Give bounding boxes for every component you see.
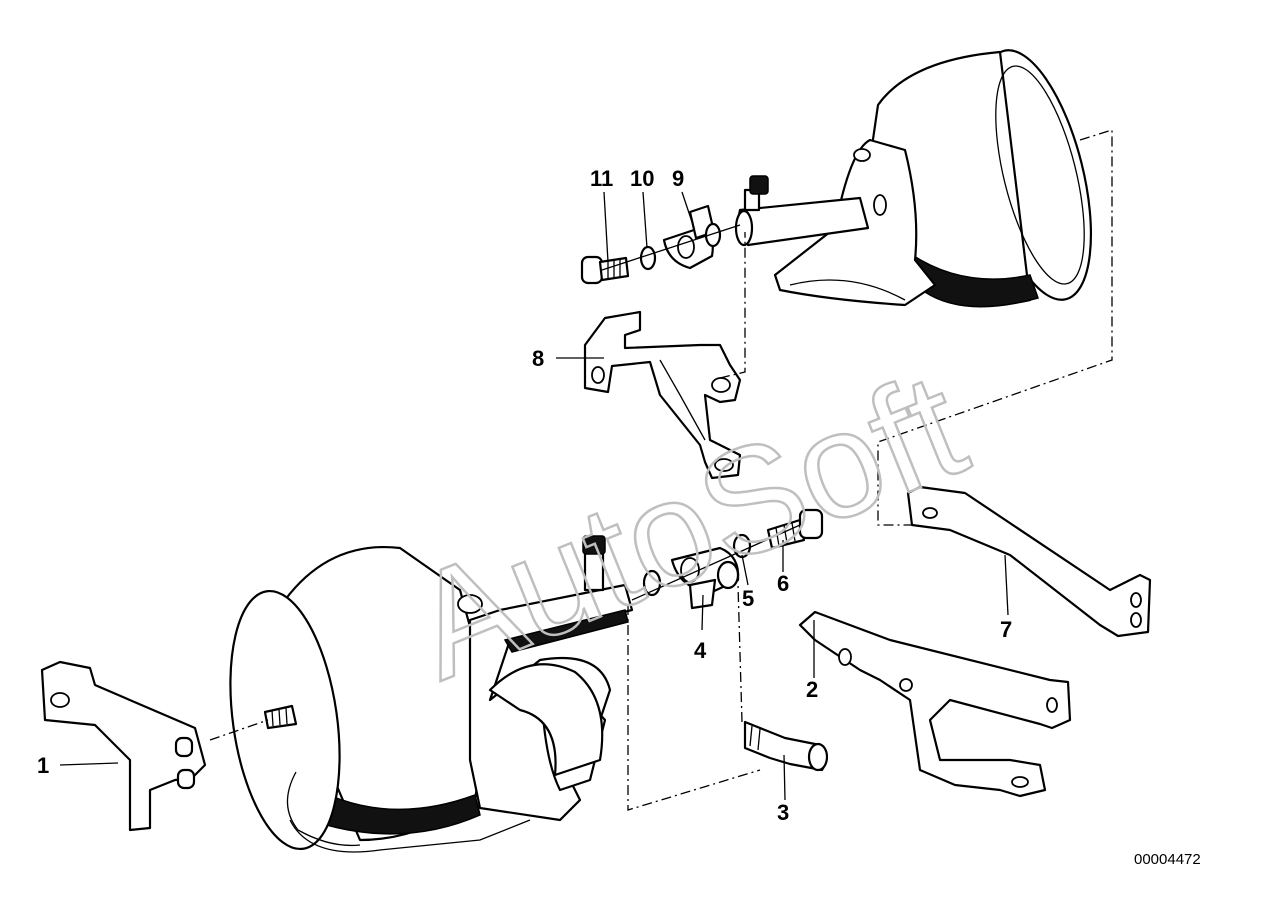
check-valve-3	[743, 720, 829, 772]
leader-valve-to-union	[737, 584, 743, 723]
lower-stud	[263, 704, 298, 730]
lower-axis-line	[631, 524, 801, 601]
upper-axis-line	[601, 224, 741, 271]
leader-canister-to-bracket7	[877, 129, 1113, 526]
callout-7: 7	[1000, 617, 1012, 642]
lower-valve-housing	[289, 535, 634, 853]
bracket-7	[906, 485, 1152, 638]
upper-washer-a	[639, 245, 657, 271]
callout-1: 1	[37, 753, 49, 778]
callout-6: 6	[777, 571, 789, 596]
leader-housing-to-valve	[627, 605, 761, 811]
callout-5: 5	[742, 586, 754, 611]
callout-3: 3	[777, 800, 789, 825]
callout-4: 4	[694, 638, 707, 663]
callout-11: 11	[590, 166, 613, 191]
upper-valve-housing	[734, 138, 937, 307]
bracket-1	[40, 660, 207, 832]
bracket-8	[583, 310, 742, 480]
bracket-2	[798, 610, 1072, 798]
callout-10: 10	[630, 166, 654, 191]
callout-2: 2	[806, 677, 818, 702]
callout-8: 8	[532, 346, 544, 371]
upper-hollow-bolt	[580, 255, 630, 285]
banjo-union-4	[670, 546, 740, 610]
upper-washer-b	[704, 222, 722, 248]
document-id: 00004472	[1134, 851, 1201, 868]
leader-bracket8-to-housing	[719, 232, 746, 379]
callout-leaders	[59, 191, 1009, 801]
callout-9: 9	[672, 166, 684, 191]
